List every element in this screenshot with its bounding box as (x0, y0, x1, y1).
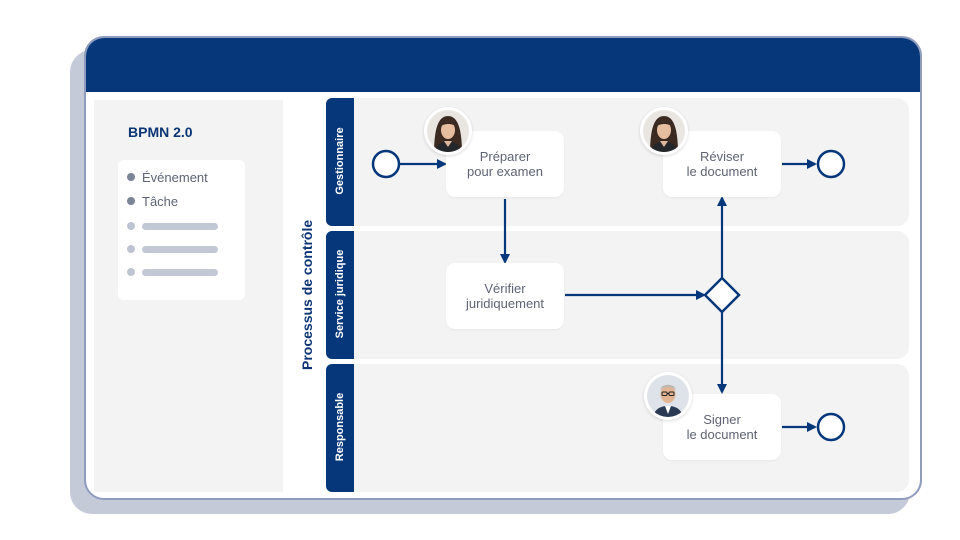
task-label: Réviser le document (687, 149, 758, 179)
task-label: Vérifier juridiquement (466, 281, 544, 311)
exclusive-gateway-icon (705, 278, 739, 312)
end-event-icon (818, 414, 844, 440)
start-event-icon (373, 151, 399, 177)
task-label: Préparer pour examen (467, 149, 543, 179)
avatar-woman (640, 107, 688, 155)
avatar-woman (424, 107, 472, 155)
end-event-icon (818, 151, 844, 177)
task-label: Signer le document (687, 412, 758, 442)
task-verifier[interactable]: Vérifier juridiquement (446, 263, 564, 329)
avatar-man (644, 372, 692, 420)
